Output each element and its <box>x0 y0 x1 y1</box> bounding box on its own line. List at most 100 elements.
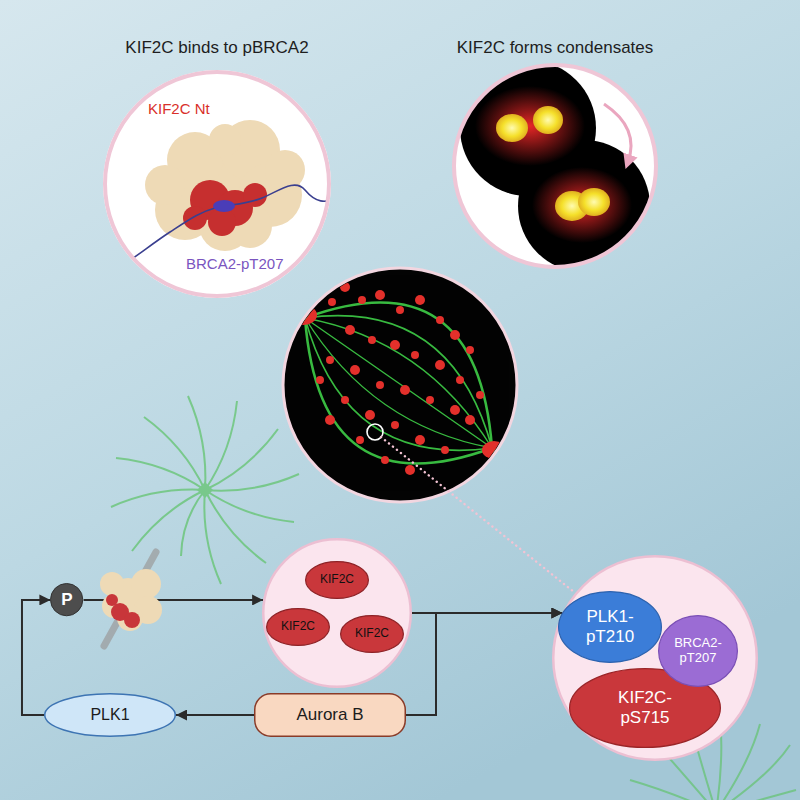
spindle-micrograph <box>305 318 492 450</box>
kif2c-structure <box>265 150 305 190</box>
arrow-connector <box>22 600 50 715</box>
node-shape <box>559 592 662 663</box>
kinase-box: Aurora B <box>254 693 406 737</box>
node-shape <box>255 694 406 737</box>
spindle-micrograph <box>316 376 324 384</box>
spindle-micrograph <box>400 385 410 395</box>
spindle-micrograph <box>305 318 492 464</box>
kif2c-structure <box>208 208 236 236</box>
plk1-ellipse: PLK1 <box>44 693 176 737</box>
spindle-micrograph <box>268 278 530 488</box>
microtubule-aster <box>205 474 299 491</box>
node-shape <box>570 669 721 748</box>
kif2c-blob: KIF2C <box>266 608 330 646</box>
phospho-badge: P <box>50 583 83 616</box>
spindle-micrograph <box>376 381 384 389</box>
node-label: KIF2C <box>281 620 315 634</box>
spindle-micrograph <box>358 296 366 304</box>
spindle-micrograph <box>436 316 444 324</box>
spindle-micrograph <box>390 340 400 350</box>
kif2c-structure <box>213 200 235 212</box>
condensate-micrograph <box>533 106 563 134</box>
spindle-micrograph <box>411 351 419 359</box>
microtubule-aster <box>144 417 205 490</box>
node-shape <box>105 72 329 296</box>
microtubule-aster <box>132 490 205 551</box>
structure-label: KIF2C Nt <box>148 100 210 117</box>
microtubule-aster <box>716 745 790 800</box>
phospho-kif2c-illustration <box>106 594 140 628</box>
spindle-micrograph <box>381 456 389 464</box>
microtubule-aster <box>205 490 294 522</box>
condensate-micrograph <box>604 104 631 162</box>
spindle-micrograph <box>482 441 506 459</box>
microtubule-aster <box>205 490 266 563</box>
spindle-micrograph <box>305 316 492 448</box>
spindle-micrograph <box>441 446 449 454</box>
node-shape <box>553 556 757 760</box>
spindle-micrograph <box>426 396 434 404</box>
microtubule-aster <box>204 490 221 584</box>
spindle-micrograph <box>268 278 530 488</box>
spindle-micrograph <box>283 268 517 502</box>
node-label: KIF2C <box>320 573 354 587</box>
structure-label: BRCA2-pT207 <box>186 255 284 272</box>
microtubule-aster <box>181 490 205 556</box>
spindle-micrograph <box>268 278 306 330</box>
spindle-micrograph <box>305 302 492 448</box>
kif2c-structure <box>100 70 340 298</box>
spindle-micrograph <box>396 306 404 314</box>
spindle-micrograph <box>268 268 530 502</box>
spindle-micrograph <box>450 405 460 415</box>
spindle-micrograph <box>326 356 334 364</box>
kif2c-structure <box>209 124 241 156</box>
spindle-micrograph <box>466 346 474 354</box>
node-shape <box>263 539 411 687</box>
spindle-micrograph <box>415 295 425 305</box>
node-shape <box>51 584 83 616</box>
phospho-kif2c-illustration <box>131 569 161 599</box>
spindle-micrograph <box>340 282 350 292</box>
kif2c-structure <box>100 185 340 280</box>
phospho-kif2c-illustration <box>100 569 162 631</box>
node-shape <box>45 694 176 737</box>
node-shape <box>341 616 404 653</box>
spindle-micrograph <box>289 305 317 325</box>
microtubule-aster <box>116 458 205 490</box>
phospho-kif2c-illustration <box>100 572 124 596</box>
spindle-micrograph <box>476 391 484 399</box>
arrow-connector <box>406 613 562 715</box>
node-shape <box>659 616 738 687</box>
node-outline <box>452 63 658 269</box>
complex-zoom: PLK1-pT210BRCA2-pT207KIF2C-pS715 <box>552 555 758 761</box>
phospho-kif2c-illustration <box>106 594 118 606</box>
condensate-micrograph <box>532 167 632 243</box>
panel-heading: KIF2C binds to pBRCA2 <box>125 38 308 58</box>
spindle-micrograph <box>391 421 399 429</box>
node-label: KIF2C <box>355 627 389 641</box>
kif2c-structure <box>103 70 331 298</box>
kif2c-structure <box>145 165 185 205</box>
spindle-micrograph <box>375 290 385 300</box>
phospho-kif2c-illustration <box>124 612 140 628</box>
kif2c-structure <box>243 183 267 207</box>
condensate-micrograph <box>496 114 528 142</box>
node-label: BRCA2-pT207 <box>671 636 725 666</box>
spindle-micrograph <box>350 365 360 375</box>
microtubule-aster <box>111 490 205 507</box>
spindle-micrograph <box>328 298 336 306</box>
node-shape <box>306 562 369 599</box>
spindle-micrograph <box>345 325 355 335</box>
microtubule-aster <box>197 482 213 498</box>
plk1-ellipse: PLK1-pT210 <box>558 591 662 663</box>
spindle-micrograph <box>456 376 464 384</box>
zoom-leader <box>381 437 574 592</box>
node-label: P <box>61 590 72 610</box>
kif2c-blob: KIF2C <box>340 615 404 653</box>
spindle-micrograph <box>435 360 445 370</box>
spindle-micrograph <box>415 435 425 445</box>
condensate-micrograph <box>578 188 610 216</box>
microtubule-aster <box>205 401 237 490</box>
spindle-micrograph <box>450 330 460 340</box>
